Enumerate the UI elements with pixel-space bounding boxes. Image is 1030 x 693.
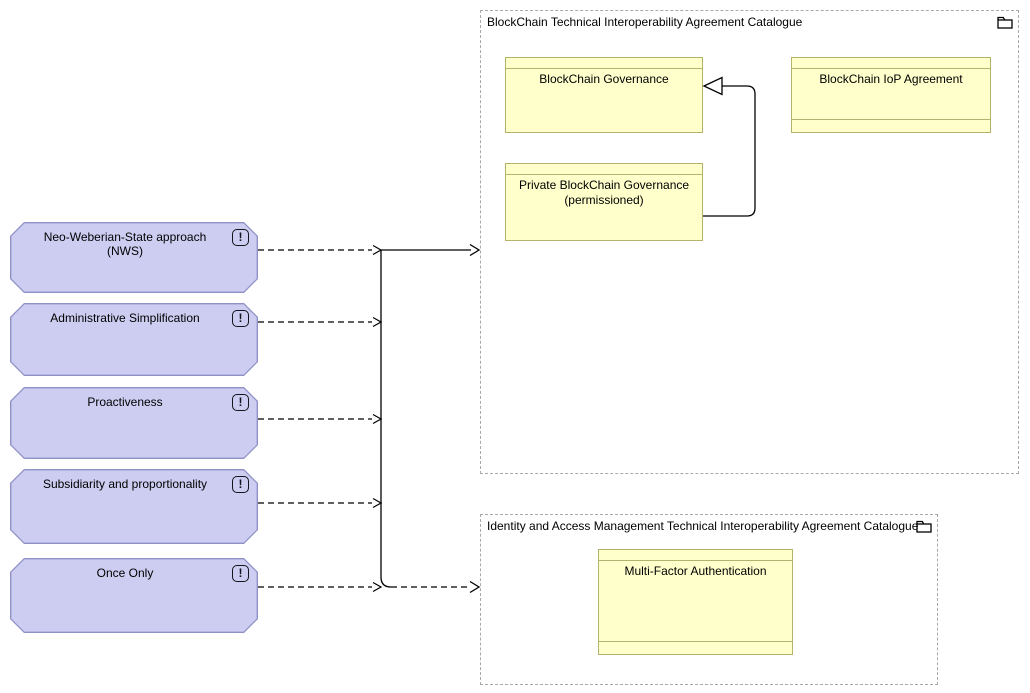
principle-fill bbox=[11, 304, 256, 374]
folder-icon bbox=[916, 520, 932, 533]
folder-icon bbox=[997, 16, 1013, 29]
object-label: Multi-Factor Authentication bbox=[624, 564, 767, 578]
relationship-admin-simplification-to-junction[interactable] bbox=[258, 316, 383, 328]
relationship-subsidiarity-to-junction[interactable] bbox=[258, 497, 383, 509]
object-top-band bbox=[792, 58, 990, 69]
principle-neo-weberian-state[interactable]: Neo-Weberian-State approach (NWS) ! bbox=[10, 222, 258, 293]
principle-subsidiarity-proportionality[interactable]: Subsidiarity and proportionality ! bbox=[10, 469, 258, 544]
principle-fill bbox=[11, 388, 256, 457]
object-label: BlockChain Governance bbox=[539, 72, 669, 86]
principle-label: Administrative Simplification bbox=[50, 311, 200, 325]
principle-fill bbox=[11, 223, 256, 291]
principle-proactiveness[interactable]: Proactiveness ! bbox=[10, 387, 258, 459]
exclamation-icon: ! bbox=[232, 394, 249, 411]
group-title: BlockChain Technical Interoperability Ag… bbox=[487, 15, 803, 29]
exclamation-icon: ! bbox=[232, 229, 249, 246]
object-label: Private BlockChain Governance (permissio… bbox=[518, 178, 690, 207]
junction-bus-line[interactable] bbox=[380, 250, 392, 588]
relationship-nws-to-junction[interactable] bbox=[258, 244, 383, 256]
business-object-private-blockchain-governance[interactable]: Private BlockChain Governance (permissio… bbox=[505, 163, 703, 241]
relationship-once-only-to-junction[interactable] bbox=[258, 581, 383, 593]
principle-fill bbox=[11, 470, 256, 542]
contract-blockchain-iop-agreement[interactable]: BlockChain IoP Agreement bbox=[791, 57, 991, 133]
principle-fill bbox=[11, 559, 256, 631]
arrow-to-iam-catalogue[interactable] bbox=[391, 580, 481, 594]
exclamation-icon: ! bbox=[232, 476, 249, 493]
relationship-proactiveness-to-junction[interactable] bbox=[258, 413, 383, 425]
object-top-band bbox=[599, 550, 792, 561]
principle-label: Subsidiarity and proportionality bbox=[42, 477, 208, 491]
contract-bottom-band bbox=[599, 641, 792, 654]
contract-multi-factor-authentication[interactable]: Multi-Factor Authentication bbox=[598, 549, 793, 655]
object-top-band bbox=[506, 164, 702, 175]
principle-label: Proactiveness bbox=[87, 395, 163, 409]
exclamation-icon: ! bbox=[232, 310, 249, 327]
arrow-to-blockchain-catalogue[interactable] bbox=[381, 243, 481, 257]
principle-once-only[interactable]: Once Only ! bbox=[10, 558, 258, 633]
object-label: BlockChain IoP Agreement bbox=[819, 72, 963, 86]
group-title: Identity and Access Management Technical… bbox=[487, 519, 919, 533]
business-object-blockchain-governance[interactable]: BlockChain Governance bbox=[505, 57, 703, 133]
object-top-band bbox=[506, 58, 702, 69]
contract-bottom-band bbox=[792, 119, 990, 132]
exclamation-icon: ! bbox=[232, 565, 249, 582]
principle-label: Once Only bbox=[96, 566, 154, 580]
principle-administrative-simplification[interactable]: Administrative Simplification ! bbox=[10, 303, 258, 376]
principle-label: Neo-Weberian-State approach (NWS) bbox=[43, 230, 207, 258]
